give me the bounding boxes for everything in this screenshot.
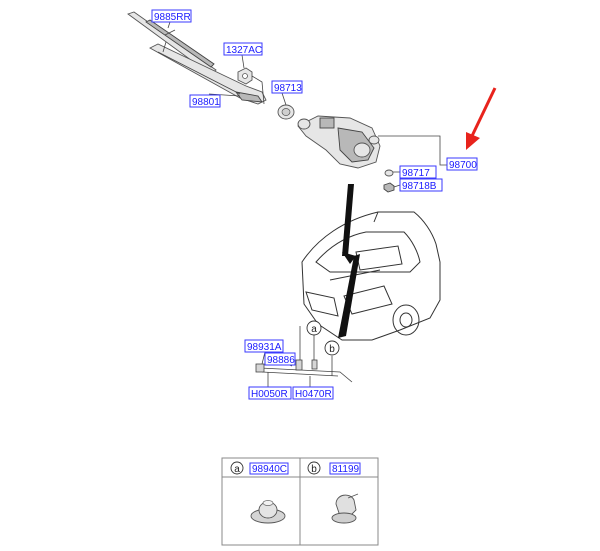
leader-lines xyxy=(167,21,448,188)
svg-text:H0470R: H0470R xyxy=(295,389,332,400)
wiper-blade-illustration xyxy=(127,11,217,75)
clip-b-illustration xyxy=(331,493,359,524)
callout-a[interactable]: a xyxy=(306,320,322,336)
label-bolt[interactable]: 98718B xyxy=(399,178,443,192)
svg-text:b: b xyxy=(329,344,335,355)
label-motor[interactable]: 98700 xyxy=(446,157,478,171)
svg-text:a: a xyxy=(234,464,240,475)
svg-text:98886: 98886 xyxy=(267,355,295,366)
svg-text:98940C: 98940C xyxy=(252,464,287,475)
legend-a-cell[interactable]: a 98940C xyxy=(230,461,289,475)
svg-text:98718B: 98718B xyxy=(402,181,437,192)
label-washer[interactable]: 98717 xyxy=(399,165,437,179)
svg-text:9885RR: 9885RR xyxy=(154,12,191,23)
svg-text:98713: 98713 xyxy=(274,83,302,94)
grommet-a-illustration xyxy=(250,500,286,524)
label-arm[interactable]: 98801 xyxy=(189,94,221,108)
label-connector-left[interactable]: H0050R xyxy=(248,386,292,400)
wiper-arm-illustration xyxy=(149,41,267,105)
svg-text:b: b xyxy=(311,464,317,475)
svg-text:98700: 98700 xyxy=(449,160,477,171)
label-connector-right[interactable]: H0470R xyxy=(292,386,334,400)
label-hose-clip[interactable]: 98931A xyxy=(244,339,284,353)
legend-b-cell[interactable]: b 81199 xyxy=(307,461,361,475)
cap-illustration xyxy=(277,104,295,120)
label-blade[interactable]: 9885RR xyxy=(151,9,192,23)
label-nut[interactable]: 1327AC xyxy=(223,42,263,56)
svg-text:98801: 98801 xyxy=(192,97,220,108)
washer-illustration xyxy=(384,169,394,177)
label-cap[interactable]: 98713 xyxy=(271,80,303,94)
svg-text:98717: 98717 xyxy=(402,168,430,179)
vehicle-illustration xyxy=(301,211,441,341)
svg-text:a: a xyxy=(311,324,317,335)
svg-text:H0050R: H0050R xyxy=(251,389,288,400)
svg-text:98931A: 98931A xyxy=(247,342,282,353)
bolt-illustration xyxy=(383,182,395,193)
callout-b[interactable]: b xyxy=(324,340,340,356)
svg-text:81199: 81199 xyxy=(332,464,360,475)
red-arrow-indicator xyxy=(466,87,497,150)
wiper-motor-illustration xyxy=(297,115,381,169)
nut-illustration xyxy=(237,67,253,85)
svg-text:1327AC: 1327AC xyxy=(226,45,262,56)
location-pointer xyxy=(338,184,360,338)
label-hose[interactable]: 98886 xyxy=(264,352,296,366)
